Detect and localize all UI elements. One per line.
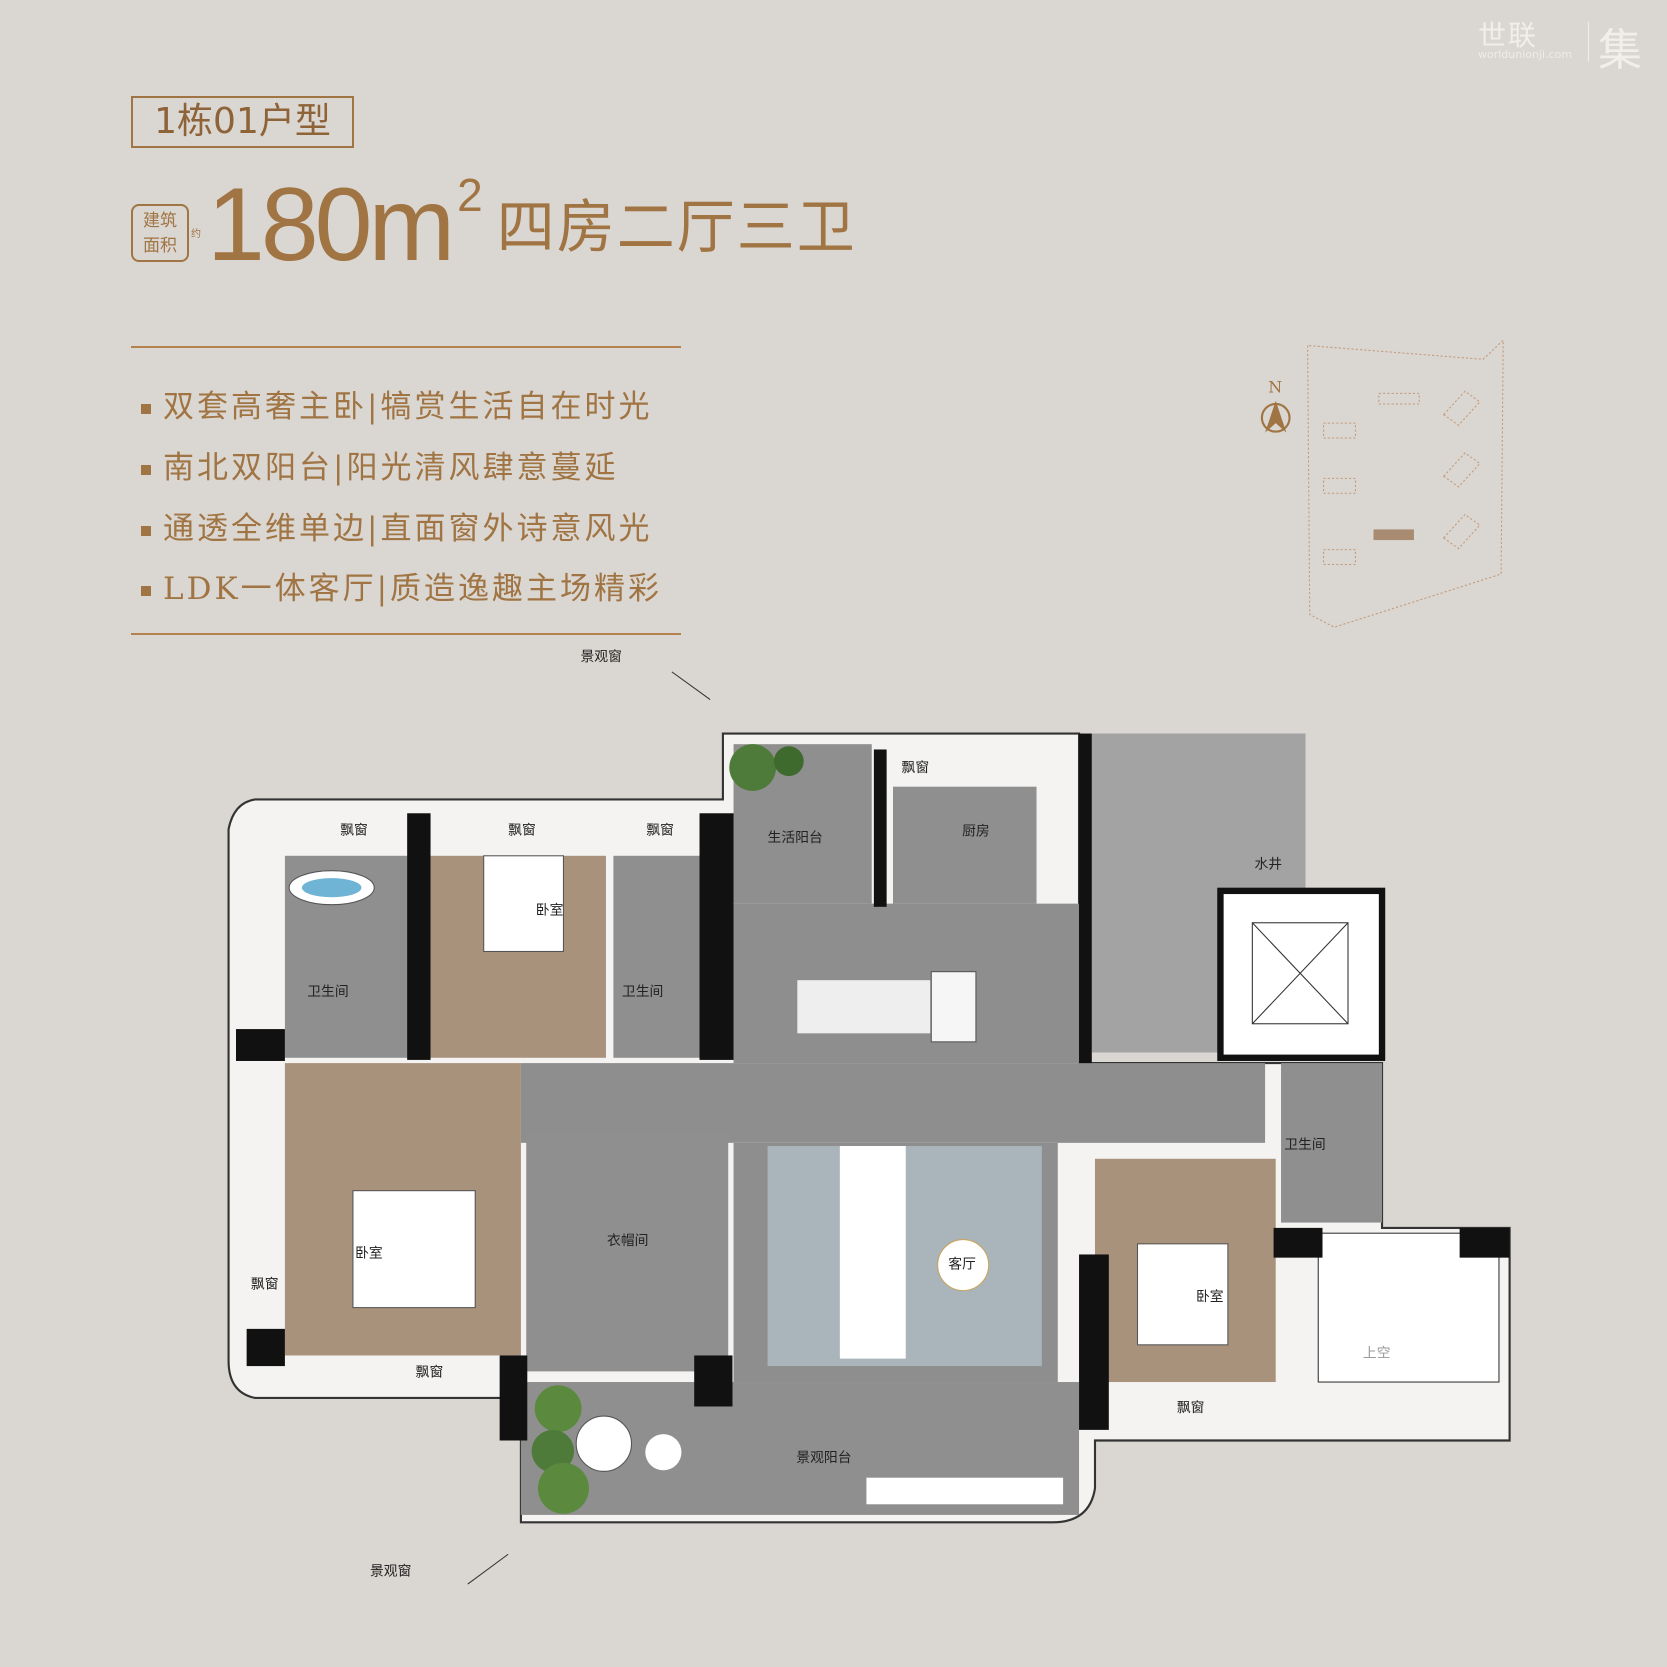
label-bay-window: 飘窗 xyxy=(646,822,674,839)
bullet-icon xyxy=(141,464,151,475)
label-utility-balcony: 生活阳台 xyxy=(768,830,823,846)
label-bedroom: 卧室 xyxy=(355,1245,383,1262)
logo-divider xyxy=(1588,22,1589,62)
area-approx: 约 xyxy=(191,229,201,240)
view-window-leader xyxy=(671,671,711,700)
bullet-icon xyxy=(141,525,151,536)
coffee-table-icon xyxy=(937,1239,990,1292)
label-bedroom: 卧室 xyxy=(536,901,564,918)
elevator-icon xyxy=(1217,887,1386,1061)
balcony-bench xyxy=(866,1477,1064,1505)
sofa xyxy=(839,1146,906,1359)
bullet-icon xyxy=(141,403,151,414)
logo-brand: 世联 xyxy=(1478,19,1539,52)
cloakroom xyxy=(526,1132,729,1372)
feature-text: 南北双阳台|阳光清风肆意蔓延 xyxy=(163,450,619,486)
label-view-window: 景观窗 xyxy=(370,1563,411,1580)
bathroom-3 xyxy=(1281,1063,1383,1223)
table-icon xyxy=(575,1415,633,1472)
label-view-balcony: 景观阳台 xyxy=(796,1450,851,1466)
area-headline: 建筑 面积 约 180m 2 四房二厅三卫 xyxy=(131,170,857,280)
unit-type-label: 1栋01户型 xyxy=(131,96,354,148)
site-map xyxy=(1307,338,1504,628)
label-water-shaft: 水井 xyxy=(1254,857,1282,873)
feature-text: 通透全维单边|直面窗外诗意风光 xyxy=(163,511,653,547)
label-bathroom: 卫生间 xyxy=(622,984,663,1000)
label-bathroom: 卫生间 xyxy=(1284,1137,1325,1153)
label-bedroom: 卧室 xyxy=(1196,1288,1224,1305)
area-value: 180m xyxy=(207,167,455,283)
label-view-window: 景观窗 xyxy=(580,648,621,665)
view-window-leader xyxy=(467,1553,509,1585)
plant-icon xyxy=(537,1462,589,1514)
plant-icon xyxy=(531,1429,575,1473)
stool-icon xyxy=(645,1434,682,1471)
bed-icon xyxy=(483,855,564,953)
walls xyxy=(236,733,1510,1441)
bed-icon xyxy=(1136,1243,1229,1346)
label-bay-window: 飘窗 xyxy=(508,822,536,839)
plant-icon xyxy=(534,1385,582,1432)
kitchen xyxy=(893,786,1037,904)
label-bay-window: 飘窗 xyxy=(416,1364,444,1381)
feature-item: LDK一体客厅|质造逸趣主场精彩 xyxy=(141,563,662,608)
bed-icon xyxy=(352,1190,476,1309)
label-cloakroom: 衣帽间 xyxy=(607,1233,648,1249)
plant-icon xyxy=(773,746,804,777)
north-compass-icon: N xyxy=(1260,377,1291,433)
dining-table xyxy=(797,980,931,1034)
area-badge: 建筑 面积 xyxy=(131,204,189,262)
feature-item: 南北双阳台|阳光清风肆意蔓延 xyxy=(141,442,618,487)
logo-mark: 集 xyxy=(1598,25,1642,76)
void-area xyxy=(1317,1232,1500,1383)
label-bathroom: 卫生间 xyxy=(307,984,348,1000)
bathtub-water xyxy=(301,878,362,898)
label-bay-window: 飘窗 xyxy=(1177,1399,1205,1416)
north-label: N xyxy=(1268,377,1282,396)
label-void: 上空 xyxy=(1363,1346,1391,1362)
label-bay-window: 飘窗 xyxy=(340,822,368,839)
label-kitchen: 厨房 xyxy=(962,824,990,840)
area-unit-sup: 2 xyxy=(457,169,483,221)
label-living-room: 客厅 xyxy=(948,1255,976,1272)
feature-item: 双套高奢主卧|犒赏生活自在时光 xyxy=(141,381,652,426)
kitchen-island xyxy=(930,971,977,1043)
area-badge-line2: 面积 xyxy=(143,236,177,256)
feature-item: 通透全维单边|直面窗外诗意风光 xyxy=(141,503,652,548)
divider-bottom xyxy=(131,633,681,635)
label-bay-window: 飘窗 xyxy=(902,759,930,776)
layout-name: 四房二厅三卫 xyxy=(496,193,857,261)
label-bay-window: 飘窗 xyxy=(251,1275,279,1292)
feature-text: LDK一体客厅|质造逸趣主场精彩 xyxy=(163,571,663,607)
divider-top xyxy=(131,346,681,348)
area-badge-line1: 建筑 xyxy=(143,211,177,231)
logo-url: worldunionji.com xyxy=(1478,48,1573,61)
feature-text: 双套高奢主卧|犒赏生活自在时光 xyxy=(163,389,653,425)
bullet-icon xyxy=(141,585,151,596)
plant-icon xyxy=(729,744,777,791)
corridor xyxy=(520,1063,1266,1143)
